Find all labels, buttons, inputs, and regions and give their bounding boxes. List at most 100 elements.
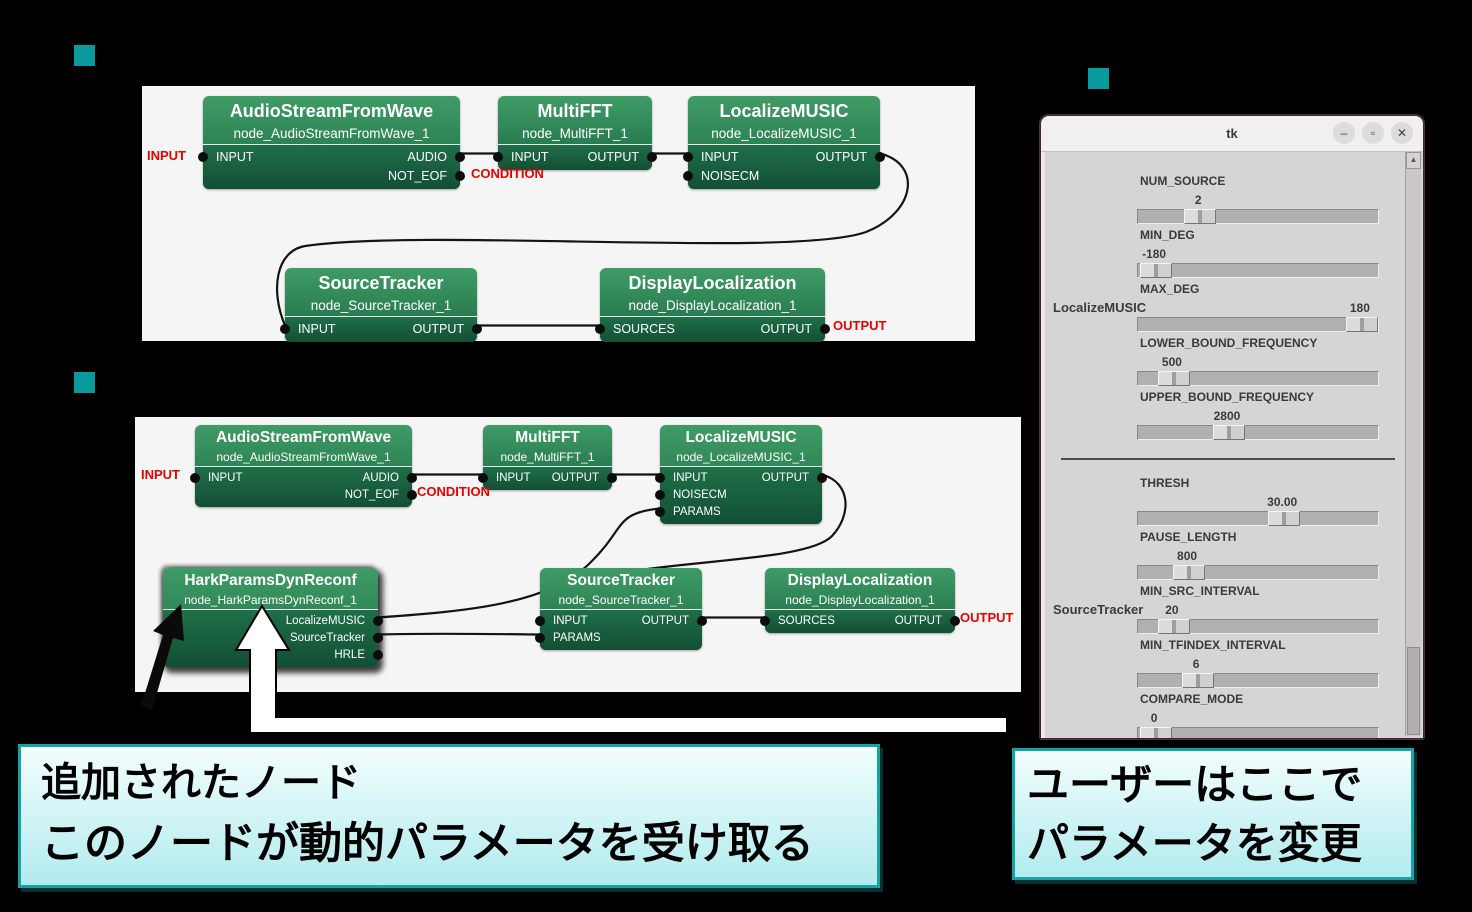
input-port-label: INPUT [208,471,243,484]
slider-trough-MIN_DEG[interactable] [1137,263,1379,278]
output-port-dot[interactable] [373,649,383,660]
caption-line: パラメータを変更 [1027,820,1362,867]
tk-titlebar[interactable]: tk – ▫ ✕ [1041,116,1423,152]
input-port-dot[interactable] [760,615,770,626]
output-port-dot[interactable] [472,323,482,334]
caption-line: 追加されたノード [41,761,361,805]
minimize-button[interactable]: – [1333,122,1355,144]
slider-handle-MIN_TFINDEX_INTERVAL[interactable] [1182,673,1215,688]
input-port-label: INPUT [216,149,254,164]
input-port-dot[interactable] [535,632,545,643]
input-port-dot[interactable] [683,170,693,181]
output-port-label: OUTPUT [760,321,812,336]
input-port-dot[interactable] [595,323,605,334]
close-button[interactable]: ✕ [1391,122,1413,144]
input-port-label: INPUT [553,614,588,627]
node-subtitle: node_SourceTracker_1 [558,593,684,607]
output-port-label: OUTPUT [815,149,867,164]
scrollbar-thumb[interactable] [1407,647,1420,735]
output-port-dot[interactable] [875,151,885,162]
slider-trough-PAUSE_LENGTH[interactable] [1137,565,1379,580]
output-port-dot[interactable] [373,632,383,643]
caption-line: このノードが動的パラメータを受け取る [41,820,814,868]
slider-handle-MAX_DEG[interactable] [1345,317,1378,332]
output-port-dot[interactable] [607,472,617,483]
slider-handle-PAUSE_LENGTH[interactable] [1173,565,1206,580]
slider-trough-UPPER_BOUND_FREQUENCY[interactable] [1137,425,1379,440]
external-input-label: INPUT [141,467,180,482]
input-port-dot[interactable] [683,151,693,162]
input-port-dot[interactable] [280,323,290,334]
vertical-scrollbar[interactable]: ▲ [1405,152,1421,736]
output-port-label: NOT_EOF [387,168,447,183]
slider-handle-MIN_SRC_INTERVAL[interactable] [1157,619,1190,634]
node-subtitle: node_AudioStreamFromWave_1 [216,450,391,464]
output-port-dot[interactable] [647,151,657,162]
param-value-THRESH: 30.00 [1267,495,1298,509]
input-port-dot[interactable] [535,615,545,626]
slider-handle-UPPER_BOUND_FREQUENCY[interactable] [1212,425,1245,440]
output-port-dot[interactable] [817,472,827,483]
input-port-dot[interactable] [655,489,665,500]
input-port-dot[interactable] [478,472,488,483]
slider-trough-MIN_TFINDEX_INTERVAL[interactable] [1137,673,1379,688]
param-value-NUM_SOURCE: 2 [1194,193,1202,207]
node-title: SourceTracker [318,273,444,293]
param-label-COMPARE_MODE: COMPARE_MODE [1140,692,1244,706]
slider-handle-LOWER_BOUND_FREQUENCY[interactable] [1157,371,1190,386]
slider-handle-THRESH[interactable] [1268,511,1301,526]
input-port-dot[interactable] [198,151,208,162]
input-port-dot[interactable] [190,472,200,483]
slider-trough-COMPARE_MODE[interactable] [1137,727,1379,738]
slider-trough-MIN_SRC_INTERVAL[interactable] [1137,619,1379,634]
output-port-dot[interactable] [455,170,465,181]
output-port-dot[interactable] [820,323,830,334]
slider-handle-COMPARE_MODE[interactable] [1140,727,1173,738]
slider-trough-LOWER_BOUND_FREQUENCY[interactable] [1137,371,1379,386]
node-title: LocalizeMUSIC [685,429,797,446]
output-port-dot[interactable] [455,151,465,162]
output-port-dot[interactable] [407,489,417,500]
input-port-dot[interactable] [493,151,503,162]
scrollbar-up-icon[interactable]: ▲ [1406,152,1421,169]
slider-handle-NUM_SOURCE[interactable] [1184,209,1217,224]
output-port-dot[interactable] [950,615,960,626]
output-port-dot[interactable] [373,615,383,626]
slider-handle-MIN_DEG[interactable] [1140,263,1173,278]
maximize-button[interactable]: ▫ [1362,122,1384,144]
param-value-UPPER_BOUND_FREQUENCY: 2800 [1213,409,1241,423]
output-port-label: OUTPUT [761,471,809,484]
group-separator [1061,458,1395,460]
slider-trough-NUM_SOURCE[interactable] [1137,209,1379,224]
slider-trough-MAX_DEG[interactable] [1137,317,1379,332]
output-port-dot[interactable] [407,472,417,483]
output-port-dot[interactable] [697,615,707,626]
group-label-SourceTracker: SourceTracker [1053,602,1144,617]
param-value-COMPARE_MODE: 0 [1150,711,1158,725]
output-port-label: HRLE [334,648,365,661]
input-port-dot[interactable] [655,506,665,517]
port-row: NOT_EOF [195,486,417,503]
slider-trough-THRESH[interactable] [1137,511,1379,526]
node-title: MultiFFT [515,429,580,446]
input-port-dot[interactable] [655,472,665,483]
